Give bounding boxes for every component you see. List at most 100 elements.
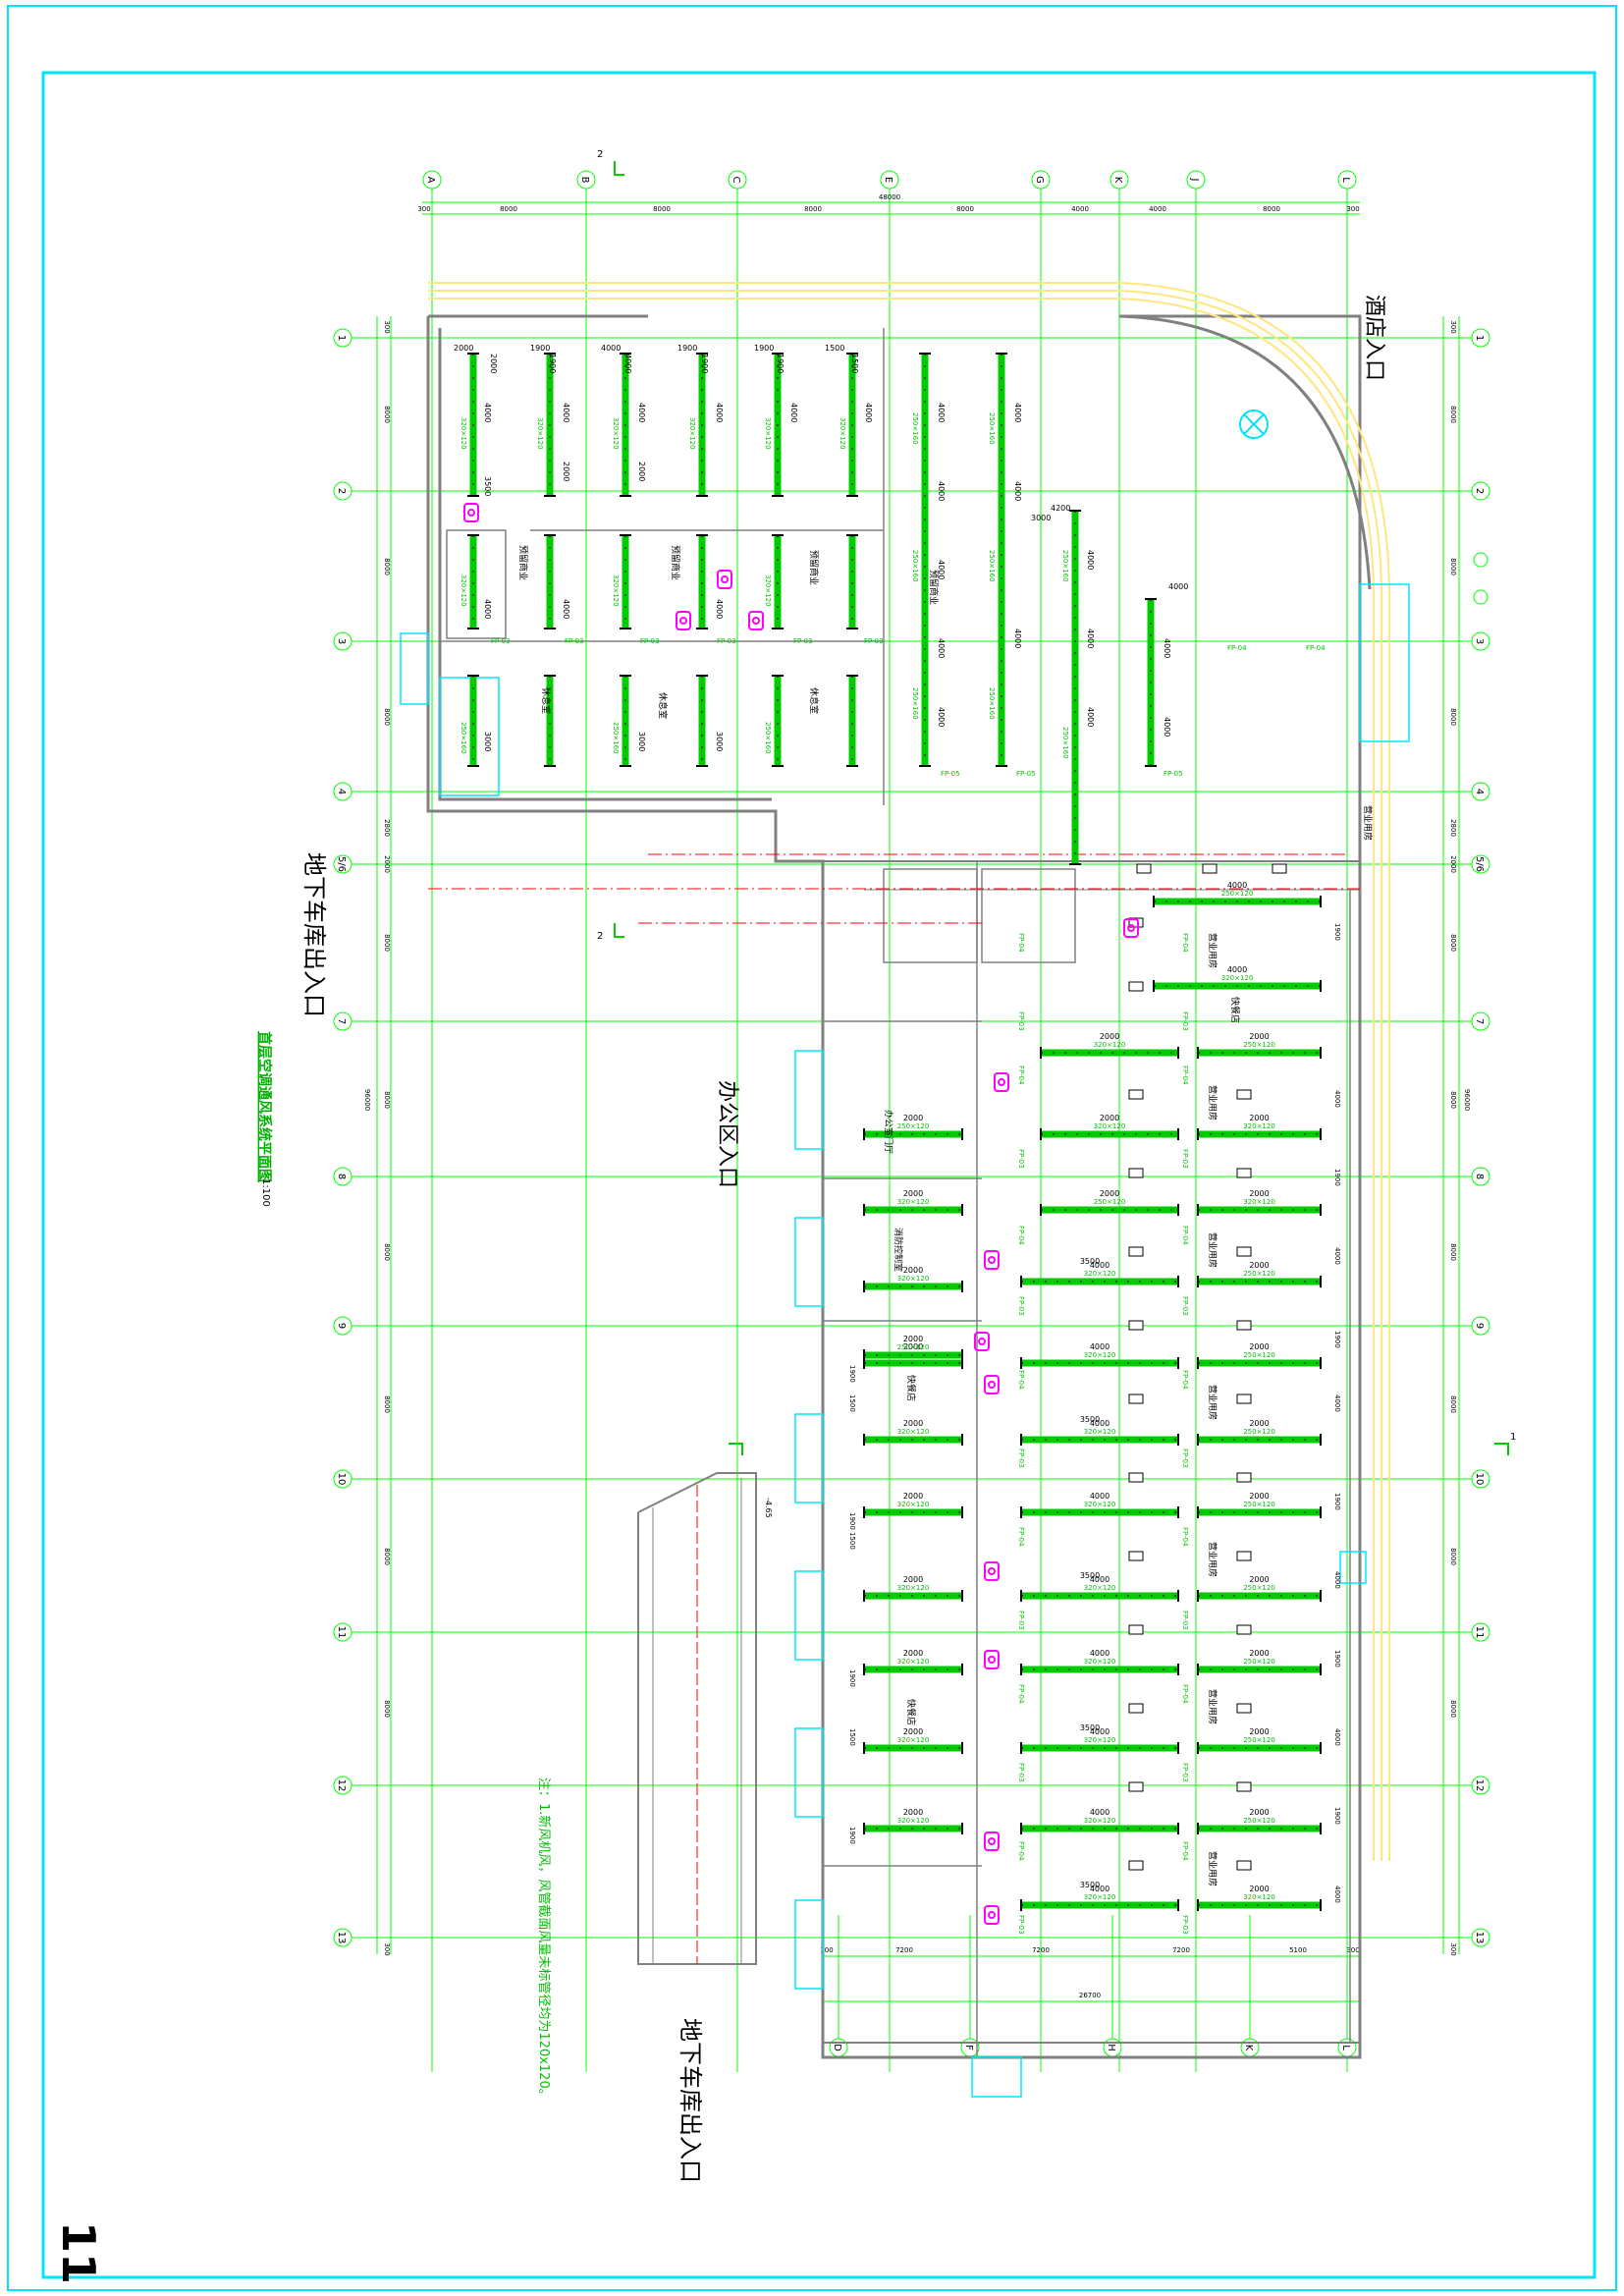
grid-bubble-top bbox=[422, 170, 442, 190]
outer-border bbox=[7, 5, 1617, 2291]
room-label: 休息室 bbox=[657, 692, 669, 719]
duct-size-label: 250×160 bbox=[911, 550, 919, 582]
duct-length-label: 4000 bbox=[1090, 1885, 1110, 1893]
dim-text-top: 8000 bbox=[653, 205, 671, 213]
grid-label-left: 9 bbox=[336, 1323, 347, 1329]
duct-length-label: 2000 bbox=[903, 1419, 923, 1428]
room-label: 预留商业 bbox=[670, 545, 681, 580]
duct-length-label: 4000 bbox=[937, 481, 946, 501]
fcu-label: FP-04 bbox=[1306, 644, 1326, 652]
duct-length-label: 2000 bbox=[1249, 1649, 1269, 1658]
duct-size-label: 320×120 bbox=[1084, 1270, 1116, 1278]
dim-text-right: 2000 bbox=[1449, 855, 1457, 873]
fcu-unit bbox=[1236, 1624, 1252, 1635]
fcu-label: FP-03 bbox=[1181, 1149, 1189, 1169]
fcu-label: FP-03 bbox=[1181, 1449, 1189, 1468]
exhaust-fan-core bbox=[467, 509, 475, 517]
canopy-outline bbox=[428, 282, 1390, 1861]
fcu-label: FP-03 bbox=[1181, 1296, 1189, 1316]
duct-length-label-h: 2000 bbox=[454, 344, 473, 353]
room-label: 营业用房 bbox=[1207, 1232, 1218, 1268]
duct-size-label: 250×160 bbox=[612, 722, 620, 754]
fcu-label: FP-03 bbox=[1017, 1763, 1025, 1782]
fcu-unit bbox=[1128, 1089, 1144, 1100]
segment-length-label: 4000 bbox=[1333, 1571, 1341, 1589]
room-label: 营业用房 bbox=[1207, 933, 1218, 968]
fcu-label: FP-03 bbox=[491, 637, 511, 645]
room-label: 休息室 bbox=[540, 687, 552, 714]
general-note: 注：1.新风机风，风管截面风量未标管径均为120x120。 bbox=[536, 1777, 552, 2102]
fcu-unit bbox=[1128, 1624, 1144, 1635]
fcu-label: FP-04 bbox=[1017, 1226, 1025, 1245]
duct-size-label: 250×120 bbox=[1221, 890, 1254, 898]
grid-bubble-left bbox=[333, 782, 352, 801]
dim-text-right: 300 bbox=[1449, 320, 1457, 333]
grid-label-top: K bbox=[1112, 177, 1123, 184]
exhaust-fan-icon bbox=[984, 1375, 1000, 1394]
segment-length-label: 4000 bbox=[1333, 1728, 1341, 1746]
fcu-label: FP-04 bbox=[1181, 1841, 1189, 1861]
grid-label-left: 3 bbox=[336, 638, 347, 644]
segment-length-label: 4000 bbox=[1333, 1090, 1341, 1108]
level-mark: -4.65 bbox=[764, 1498, 773, 1518]
duct-size-label: 320×120 bbox=[1094, 1122, 1126, 1130]
grid-bubble-sub bbox=[1473, 589, 1489, 605]
exhaust-fan-icon bbox=[984, 1561, 1000, 1581]
exhaust-fan-icon bbox=[974, 1332, 990, 1351]
grid-label-right: 9 bbox=[1474, 1323, 1485, 1329]
duct-size-label: 320×120 bbox=[897, 1428, 930, 1436]
fcu-unit bbox=[1128, 1551, 1144, 1561]
duct-length-label: 4000 bbox=[1090, 1261, 1110, 1270]
dim-text-top-total: 48000 bbox=[879, 193, 900, 201]
duct-length-label: 3000 bbox=[483, 732, 492, 751]
segment-length-label: 1900 bbox=[848, 1365, 856, 1383]
grid-bubble-right bbox=[1471, 1316, 1490, 1336]
grid-label-left: 2 bbox=[336, 488, 347, 494]
dim-text-top: 8000 bbox=[1263, 205, 1280, 213]
dim-text-top: 8000 bbox=[500, 205, 517, 213]
duct-size-label: 250×160 bbox=[764, 722, 772, 754]
dim-text-bottom: 7200 bbox=[895, 1946, 913, 1954]
grid-bubble-right bbox=[1471, 631, 1490, 651]
duct-size-label: 320×120 bbox=[460, 417, 467, 450]
dim-text-left: 8000 bbox=[383, 1243, 391, 1261]
room-labels: 营业用房营业用房营业用房营业用房营业用房营业用房营业用房营业用房快餐店快餐店快餐… bbox=[517, 545, 1374, 1886]
fcu-unit bbox=[1236, 1781, 1252, 1792]
duct-size-label: 320×120 bbox=[897, 1351, 930, 1359]
exhaust-fan-core bbox=[988, 1656, 996, 1664]
dim-text-left: 8000 bbox=[383, 558, 391, 575]
duct-length-label: 4000 bbox=[562, 403, 570, 422]
duct-length-label: 2000 bbox=[903, 1649, 923, 1658]
duct-length-label: 4000 bbox=[623, 354, 632, 373]
dim-text-left: 8000 bbox=[383, 1548, 391, 1565]
duct-size-label: 320×120 bbox=[612, 574, 620, 607]
grid-label-bottom: L bbox=[1340, 2045, 1351, 2050]
duct-length-label: 4000 bbox=[1086, 629, 1095, 648]
fcu-unit bbox=[1128, 981, 1144, 992]
room-label: 营业用房 bbox=[1207, 1851, 1218, 1886]
duct-length-label: 2000 bbox=[637, 462, 646, 481]
fcu-unit bbox=[1236, 1320, 1252, 1331]
grid-label-left: 11 bbox=[336, 1626, 347, 1639]
duct-size-label: 250×120 bbox=[1243, 1428, 1275, 1436]
inner-border bbox=[41, 71, 1597, 2279]
duct-length-label-h: 1900 bbox=[754, 344, 774, 353]
fcu-unit bbox=[1128, 1320, 1144, 1331]
duct-length-label: 4000 bbox=[715, 599, 724, 619]
fan-coil-units bbox=[1128, 863, 1287, 1871]
fcu-unit bbox=[1128, 1246, 1144, 1257]
dim-text-left: 2000 bbox=[383, 855, 391, 873]
duct-length-label: 4000 bbox=[1013, 481, 1022, 501]
dim-text-right: 8000 bbox=[1449, 1091, 1457, 1109]
interior-partitions bbox=[440, 328, 1351, 2057]
room-label: 快餐店 bbox=[905, 1699, 917, 1725]
fcu-label: FP-04 bbox=[1181, 1370, 1189, 1390]
dim-text-bottom: 5100 bbox=[1289, 1946, 1307, 1954]
grid-bubble-top bbox=[1031, 170, 1051, 190]
duct-length-label: 2000 bbox=[1249, 1032, 1269, 1041]
room-label: 营业用房 bbox=[1207, 1542, 1218, 1577]
fcu-label: FP-05 bbox=[1016, 770, 1036, 778]
duct-size-label: 320×120 bbox=[897, 1658, 930, 1666]
